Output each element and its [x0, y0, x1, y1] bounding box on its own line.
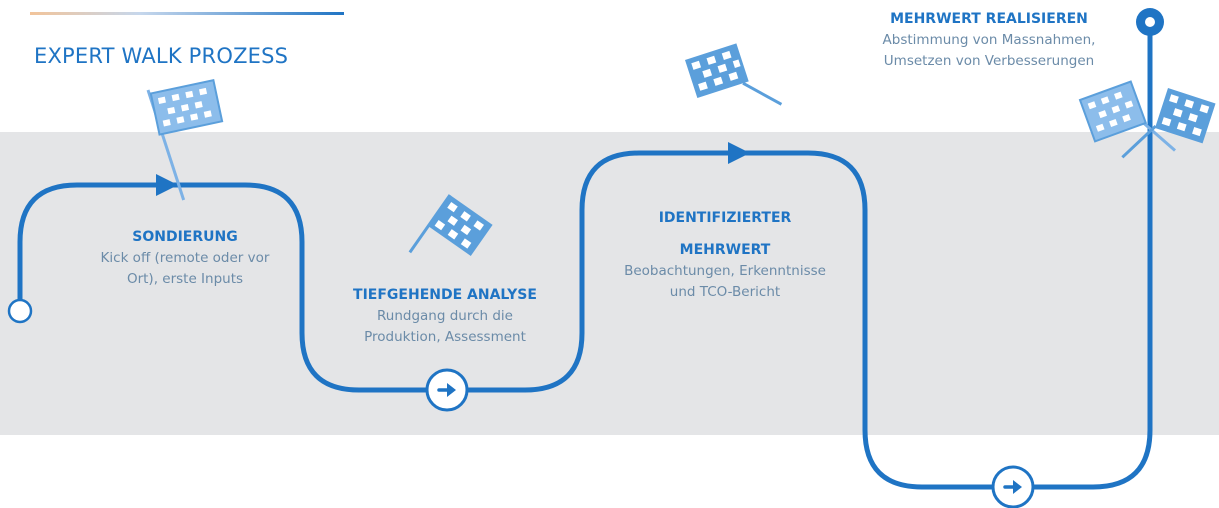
step-desc-line: Kick off (remote oder vor — [100, 250, 270, 266]
step-desc-line: Umsetzen von Verbesserungen — [883, 53, 1095, 69]
arrow-right-icon — [425, 368, 469, 412]
arrow-right-icon — [991, 465, 1035, 508]
step-mehrwert-realisieren: MEHRWERT REALISIEREN Abstimmung von Mass… — [848, 8, 1130, 72]
start-circle-icon — [7, 298, 33, 324]
step-desc-line: und TCO-Bericht — [669, 284, 781, 300]
checkered-flag-icon — [1121, 88, 1216, 159]
arrow-triangle-icon — [728, 142, 750, 164]
step-desc-line: Rundgang durch die — [377, 308, 513, 324]
end-pin-icon — [1136, 8, 1164, 36]
step-desc-line: Abstimmung von Massnahmen, — [882, 32, 1096, 48]
step-identifizierter-mehrwert: IDENTIFIZIERTER MEHRWERT Beobachtungen, … — [580, 207, 870, 303]
checkered-flag-icon — [1078, 80, 1177, 152]
step-title: MEHRWERT REALISIEREN — [890, 11, 1088, 27]
checkered-flag-icon — [685, 43, 783, 106]
step-sondierung: SONDIERUNG Kick off (remote oder vor Ort… — [40, 226, 330, 290]
arrow-triangle-icon — [156, 174, 178, 196]
checkered-flag-icon — [408, 194, 493, 256]
step-title: SONDIERUNG — [132, 229, 238, 245]
process-path — [17, 27, 1153, 490]
page-title: EXPERT WALK PROZESS — [34, 44, 289, 68]
step-title: MEHRWERT — [679, 242, 771, 258]
step-tiefgehende-analyse: TIEFGEHENDE ANALYSE Rundgang durch die P… — [300, 284, 590, 348]
step-title: TIEFGEHENDE ANALYSE — [353, 287, 537, 303]
checkered-flag-icon — [146, 79, 224, 201]
title-underline — [30, 12, 344, 15]
step-desc-line: Beobachtungen, Erkenntnisse — [624, 263, 826, 279]
step-desc-line: Produktion, Assessment — [364, 329, 526, 345]
step-desc-line: Ort), erste Inputs — [126, 271, 244, 287]
step-title: IDENTIFIZIERTER — [658, 210, 792, 226]
